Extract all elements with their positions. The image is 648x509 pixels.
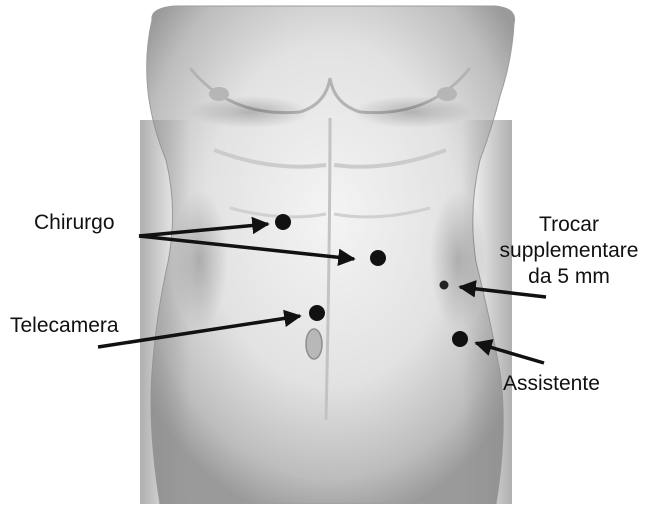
label-extra-trocar-line3: da 5 mm [494, 264, 644, 290]
label-extra-trocar-line1: Trocar [494, 212, 644, 238]
label-camera: Telecamera [10, 315, 119, 336]
label-extra-trocar-line2: supplementare [494, 238, 644, 264]
label-extra-trocar: Trocar supplementare da 5 mm [494, 212, 644, 290]
label-surgeon: Chirurgo [34, 212, 115, 233]
navel [306, 329, 322, 359]
port-extra-5mm [440, 281, 449, 290]
port-camera [309, 305, 325, 321]
port-assistant [452, 331, 468, 347]
port-surgeon-left [275, 214, 291, 230]
port-surgeon-right [370, 250, 386, 266]
label-assistant: Assistente [503, 373, 600, 394]
